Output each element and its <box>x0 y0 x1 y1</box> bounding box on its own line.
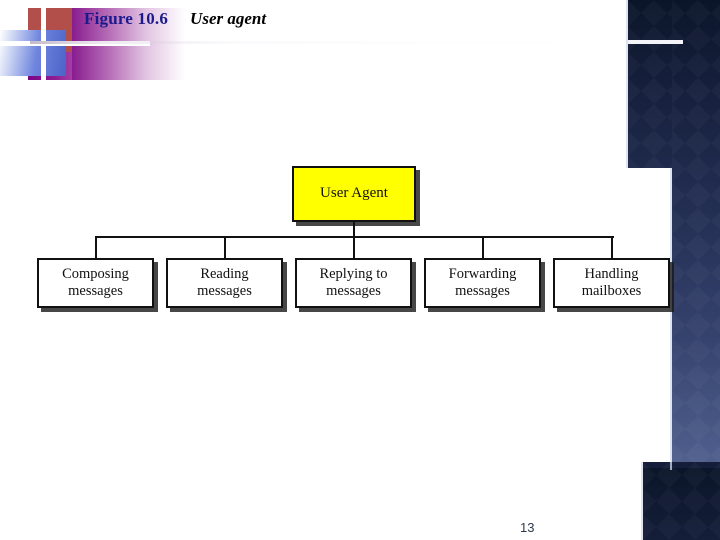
navy-panel-bottom <box>643 462 720 540</box>
diagram-node-replying-to-messages: Replying to messages <box>295 258 412 308</box>
diagram-node-label: Forwarding messages <box>449 266 517 300</box>
connector-root-stem <box>353 222 355 238</box>
diagram-node-reading-messages: Reading messages <box>166 258 283 308</box>
page-title: Figure 10.6 User agent <box>84 9 266 29</box>
node-label-line1: Reading <box>200 265 249 282</box>
navy-panel-middle <box>672 0 720 470</box>
diagram-node-label: Reading messages <box>197 266 252 300</box>
connector-drop-3 <box>482 236 484 259</box>
figure-name: User agent <box>190 9 267 28</box>
connector-drop-0 <box>95 236 97 259</box>
page-number: 13 <box>520 520 535 535</box>
diagram-node-root: User Agent <box>292 166 416 222</box>
decoration-blue-gradient-square <box>0 30 66 76</box>
decoration-white-vertical-line <box>41 0 46 92</box>
node-label-line1: Forwarding <box>448 265 517 282</box>
node-label-line1: Handling <box>584 265 639 282</box>
navy-edge-top <box>626 0 628 168</box>
diagram-node-composing-messages: Composing messages <box>37 258 154 308</box>
connector-drop-4 <box>611 236 613 259</box>
diagram-node-handling-mailboxes: Handling mailboxes <box>553 258 670 308</box>
diagram-node-label: Composing messages <box>62 266 129 300</box>
node-label-line2: messages <box>68 283 123 299</box>
diagram-node-forwarding-messages: Forwarding messages <box>424 258 541 308</box>
node-label-line2: messages <box>326 283 381 299</box>
navy-edge-bottom <box>641 462 643 540</box>
title-divider <box>30 41 630 44</box>
node-label-line2: mailboxes <box>581 283 642 299</box>
diagram-node-label: Replying to messages <box>319 266 387 300</box>
diagram-node-label: Handling mailboxes <box>582 266 642 300</box>
connector-drop-1 <box>224 236 226 259</box>
title-divider-accent <box>628 40 683 44</box>
diagram-node-root-label: User Agent <box>320 185 388 202</box>
node-label-line1: Composing <box>62 265 129 282</box>
connector-drop-2 <box>353 236 355 259</box>
node-label-line1: Replying to <box>319 265 388 282</box>
figure-label: Figure 10.6 <box>84 9 169 28</box>
corner-decoration <box>0 0 200 95</box>
navy-edge-middle <box>670 168 672 470</box>
node-label-line2: messages <box>455 283 510 299</box>
node-label-line2: messages <box>197 283 252 299</box>
